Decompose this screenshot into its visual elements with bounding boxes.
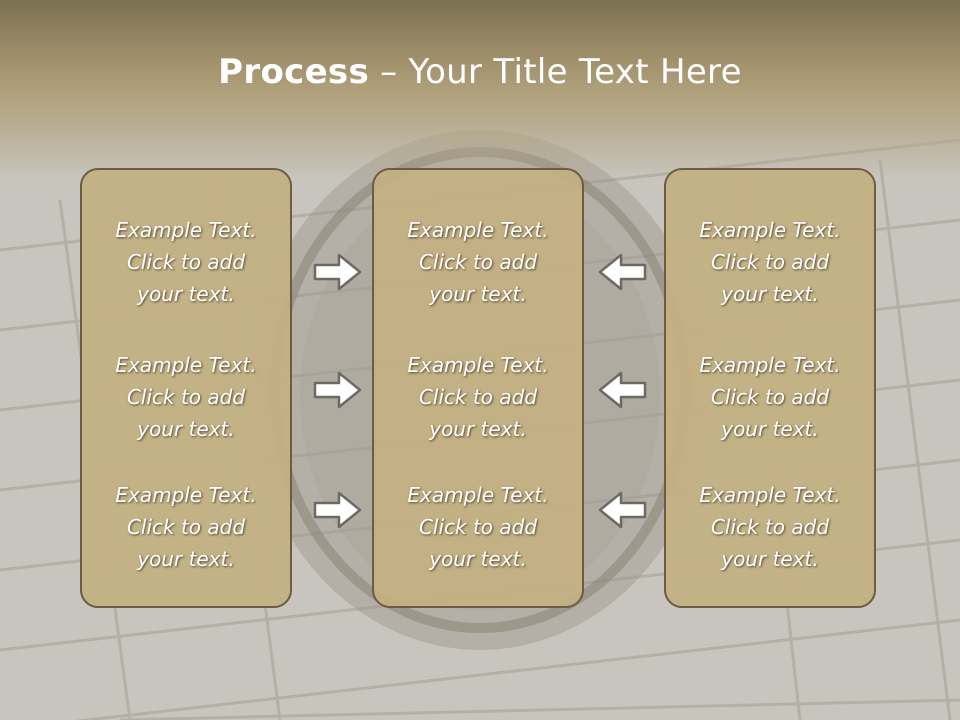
text-block[interactable]: Example Text. Click to add your text. [666,349,874,445]
text-line: Click to add [126,515,246,539]
arrow-left-icon [598,253,647,291]
text-block[interactable]: Example Text. Click to add your text. [374,479,582,575]
text-line: your text. [721,547,819,571]
text-line: Click to add [126,250,246,274]
text-line: your text. [429,282,527,306]
slide-title[interactable]: Process – Your Title Text Here [0,52,960,92]
text-block[interactable]: Example Text. Click to add your text. [82,349,290,445]
title-banner [0,0,960,180]
text-block[interactable]: Example Text. Click to add your text. [666,214,874,310]
process-box-left[interactable]: Example Text. Click to add your text. Ex… [80,168,292,608]
text-line: your text. [721,417,819,441]
process-box-center[interactable]: Example Text. Click to add your text. Ex… [372,168,584,608]
text-line: your text. [429,547,527,571]
text-line: Click to add [710,250,830,274]
text-line: Example Text. [407,353,549,377]
text-line: Example Text. [115,483,257,507]
text-line: Click to add [710,385,830,409]
text-line: Example Text. [115,218,257,242]
text-line: Click to add [126,385,246,409]
text-line: your text. [137,547,235,571]
text-line: Example Text. [699,218,841,242]
title-bold-text: Process [218,52,370,92]
text-block[interactable]: Example Text. Click to add your text. [82,214,290,310]
text-block[interactable]: Example Text. Click to add your text. [374,214,582,310]
arrow-right-icon [313,491,362,529]
arrow-right-icon [313,253,362,291]
arrow-left-icon [598,491,647,529]
text-line: your text. [137,417,235,441]
process-box-right[interactable]: Example Text. Click to add your text. Ex… [664,168,876,608]
text-line: Click to add [418,250,538,274]
text-line: your text. [721,282,819,306]
text-line: your text. [429,417,527,441]
text-line: your text. [137,282,235,306]
text-line: Example Text. [699,353,841,377]
text-block[interactable]: Example Text. Click to add your text. [666,479,874,575]
text-line: Example Text. [407,483,549,507]
text-block[interactable]: Example Text. Click to add your text. [374,349,582,445]
arrow-right-icon [313,371,362,409]
text-line: Example Text. [115,353,257,377]
text-line: Click to add [418,385,538,409]
text-line: Example Text. [699,483,841,507]
text-line: Example Text. [407,218,549,242]
arrow-left-icon [598,371,647,409]
text-line: Click to add [418,515,538,539]
text-block[interactable]: Example Text. Click to add your text. [82,479,290,575]
text-line: Click to add [710,515,830,539]
title-rest-text: – Your Title Text Here [369,52,742,92]
